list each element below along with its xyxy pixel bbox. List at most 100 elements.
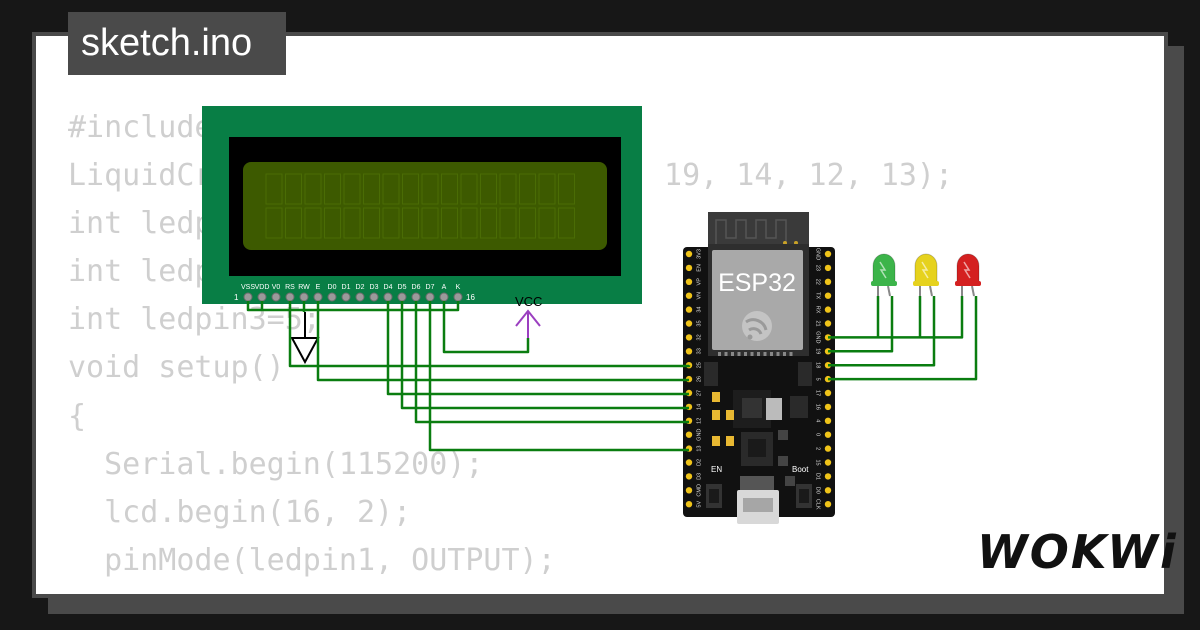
lcd-cell — [285, 207, 302, 239]
esp32-right-pin[interactable] — [824, 473, 832, 480]
lcd-cell — [558, 173, 575, 205]
lcd-pin[interactable] — [257, 292, 267, 302]
esp32-antenna — [708, 212, 809, 250]
boot-button[interactable] — [796, 484, 812, 508]
esp32-right-pin[interactable] — [824, 459, 832, 466]
esp32-left-pin[interactable] — [685, 459, 693, 466]
esp32-left-pin[interactable] — [685, 278, 693, 285]
esp32-left-pin[interactable] — [685, 501, 693, 508]
gnd-triangle — [290, 337, 320, 365]
lcd-pin-label: RS — [285, 284, 295, 291]
esp32-right-pin[interactable] — [824, 431, 832, 438]
lcd-cell — [402, 207, 419, 239]
wokwi-logo: WOKWi — [977, 525, 1178, 579]
lcd-screen — [243, 162, 607, 250]
esp32-right-pin[interactable] — [824, 403, 832, 411]
file-tab[interactable]: sketch.ino — [68, 12, 286, 75]
lcd-pin-label: D6 — [412, 284, 421, 291]
lcd-pin[interactable] — [271, 292, 281, 302]
esp32-pin-label: 13 — [696, 446, 702, 452]
lcd-pin-number-first: 1 — [234, 293, 239, 302]
esp32-right-pin[interactable] — [824, 250, 832, 258]
wire[interactable] — [316, 301, 689, 382]
esp32-left-pin[interactable] — [685, 250, 693, 258]
esp32-right-pin[interactable] — [824, 487, 832, 494]
lcd-cell — [382, 173, 400, 205]
lcd-pin[interactable] — [341, 292, 351, 302]
wire[interactable] — [428, 301, 689, 452]
gnd-symbol[interactable] — [290, 312, 320, 365]
wire[interactable] — [828, 296, 964, 339]
lcd-pin-label: D3 — [370, 284, 379, 291]
esp32-pin-label: CMD — [696, 484, 702, 497]
esp32-pin-label: GND — [815, 248, 821, 260]
esp32-right-pin[interactable] — [824, 417, 832, 424]
esp32-right-pin[interactable] — [824, 445, 832, 452]
lcd-pin[interactable] — [243, 292, 253, 302]
esp32-left-pin[interactable] — [685, 306, 693, 313]
esp32-pin-label: 3V3 — [696, 249, 702, 259]
esp32-right-pin[interactable] — [824, 320, 832, 327]
lcd-pin[interactable] — [453, 292, 463, 302]
lcd-pin-label: D1 — [342, 284, 351, 291]
wire[interactable] — [828, 296, 978, 381]
esp32-left-pin[interactable] — [685, 348, 693, 355]
en-button[interactable] — [706, 484, 722, 508]
esp32-pin-label: EN — [696, 264, 702, 272]
esp32-right-pin[interactable] — [824, 389, 832, 397]
wire[interactable] — [828, 296, 894, 353]
lcd-cell — [421, 173, 439, 205]
esp32-pin-label: 5 — [815, 378, 821, 381]
esp32-left-pin[interactable] — [685, 431, 693, 438]
lcd-pin[interactable] — [299, 292, 309, 302]
esp32-pin-label: D2 — [696, 459, 702, 466]
esp32-right-pin[interactable] — [824, 501, 832, 508]
lcd-cell — [519, 207, 536, 239]
esp32-right-pin[interactable] — [824, 292, 832, 299]
lcd-cell — [343, 207, 361, 239]
led-red[interactable] — [955, 253, 981, 297]
lcd-pin[interactable] — [369, 292, 379, 302]
esp32-right-pin[interactable] — [824, 306, 832, 313]
lcd-pin[interactable] — [439, 292, 449, 302]
esp32-pin-label: 23 — [815, 265, 821, 271]
lcd-pin[interactable] — [411, 292, 421, 302]
code-line: void setup() — [68, 350, 285, 386]
vcc-symbol[interactable]: VCC — [515, 294, 542, 338]
lcd-pin[interactable] — [327, 292, 337, 302]
wire[interactable] — [400, 301, 689, 410]
esp32-pin-label: D1 — [815, 473, 821, 480]
esp32-left-pin[interactable] — [685, 334, 693, 341]
lcd-pin[interactable] — [383, 292, 393, 302]
lcd-pin-number-last: 16 — [466, 293, 475, 302]
esp32-pin-label: 14 — [696, 404, 702, 410]
lcd-cell — [519, 173, 536, 205]
lcd-pin[interactable] — [355, 292, 365, 302]
wire[interactable] — [414, 301, 689, 424]
esp32-left-pin[interactable] — [685, 487, 693, 494]
esp32-right-pin[interactable] — [824, 264, 832, 272]
wire[interactable] — [386, 301, 689, 396]
esp32-pin-label: 32 — [696, 334, 702, 340]
lcd-pin[interactable] — [313, 292, 323, 302]
esp32-right-pin[interactable] — [824, 278, 832, 285]
lcd-pin[interactable] — [285, 292, 295, 302]
lcd-cell — [499, 207, 517, 239]
esp32-devkit[interactable]: ESP32 EN Boot — [683, 212, 835, 524]
lcd-pin[interactable] — [425, 292, 435, 302]
esp32-left-pin[interactable] — [685, 320, 693, 327]
esp32-pin-label: 25 — [696, 362, 702, 368]
led-yellow[interactable] — [913, 253, 939, 297]
esp32-left-pin[interactable] — [685, 473, 693, 480]
led-green[interactable] — [871, 253, 897, 297]
wire[interactable] — [828, 296, 936, 367]
wire[interactable] — [246, 301, 460, 312]
lcd-pin[interactable] — [397, 292, 407, 302]
wire[interactable] — [288, 301, 691, 368]
esp32-left-pin[interactable] — [685, 292, 693, 299]
esp32-left-pin[interactable] — [685, 264, 693, 272]
esp32-pin-label: 12 — [696, 418, 702, 424]
wire[interactable] — [442, 301, 530, 354]
